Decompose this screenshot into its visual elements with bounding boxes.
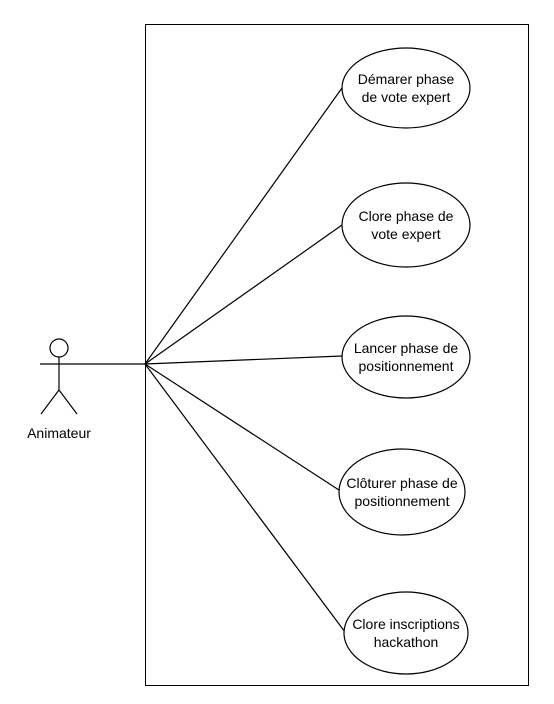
use-case-label: Clore inscriptions (352, 616, 459, 632)
use-case-label: de vote expert (362, 89, 451, 105)
associations (144, 87, 346, 633)
use-case-label: positionnement (355, 493, 450, 509)
actor-right-leg (58, 389, 78, 415)
use-case-close-hackathon-registration[interactable]: Clore inscriptions hackathon (343, 591, 469, 675)
use-case-ellipse (343, 591, 469, 675)
use-case-ellipse (338, 448, 466, 536)
actor-label: Animateur (27, 425, 91, 441)
use-case-label: Clore phase de (359, 208, 454, 224)
actor-head-icon (49, 338, 69, 358)
actor[interactable] (40, 338, 145, 415)
association-line (144, 355, 343, 365)
use-case-label: Clôturer phase de (346, 475, 458, 491)
use-case-label: Lancer phase de (354, 340, 459, 356)
use-case-ellipse (341, 47, 471, 129)
use-case-launch-positioning[interactable]: Lancer phase de positionnement (341, 315, 471, 399)
association-line (144, 363, 343, 493)
use-case-label: vote expert (371, 226, 440, 242)
use-case-ellipse (341, 315, 471, 399)
association-line (144, 224, 343, 365)
use-case-close-expert-vote[interactable]: Clore phase de vote expert (341, 182, 471, 268)
association-line (144, 363, 346, 633)
use-case-ellipse (341, 182, 471, 268)
use-case-end-positioning[interactable]: Clôturer phase de positionnement (338, 448, 466, 536)
association-line (144, 87, 343, 365)
use-case-label: Démarer phase (358, 71, 455, 87)
use-case-label: hackathon (374, 634, 439, 650)
use-case-label: positionnement (359, 358, 454, 374)
use-case-start-expert-vote[interactable]: Démarer phase de vote expert (341, 47, 471, 129)
actor-left-leg (40, 389, 60, 415)
system-boundary (145, 24, 529, 686)
